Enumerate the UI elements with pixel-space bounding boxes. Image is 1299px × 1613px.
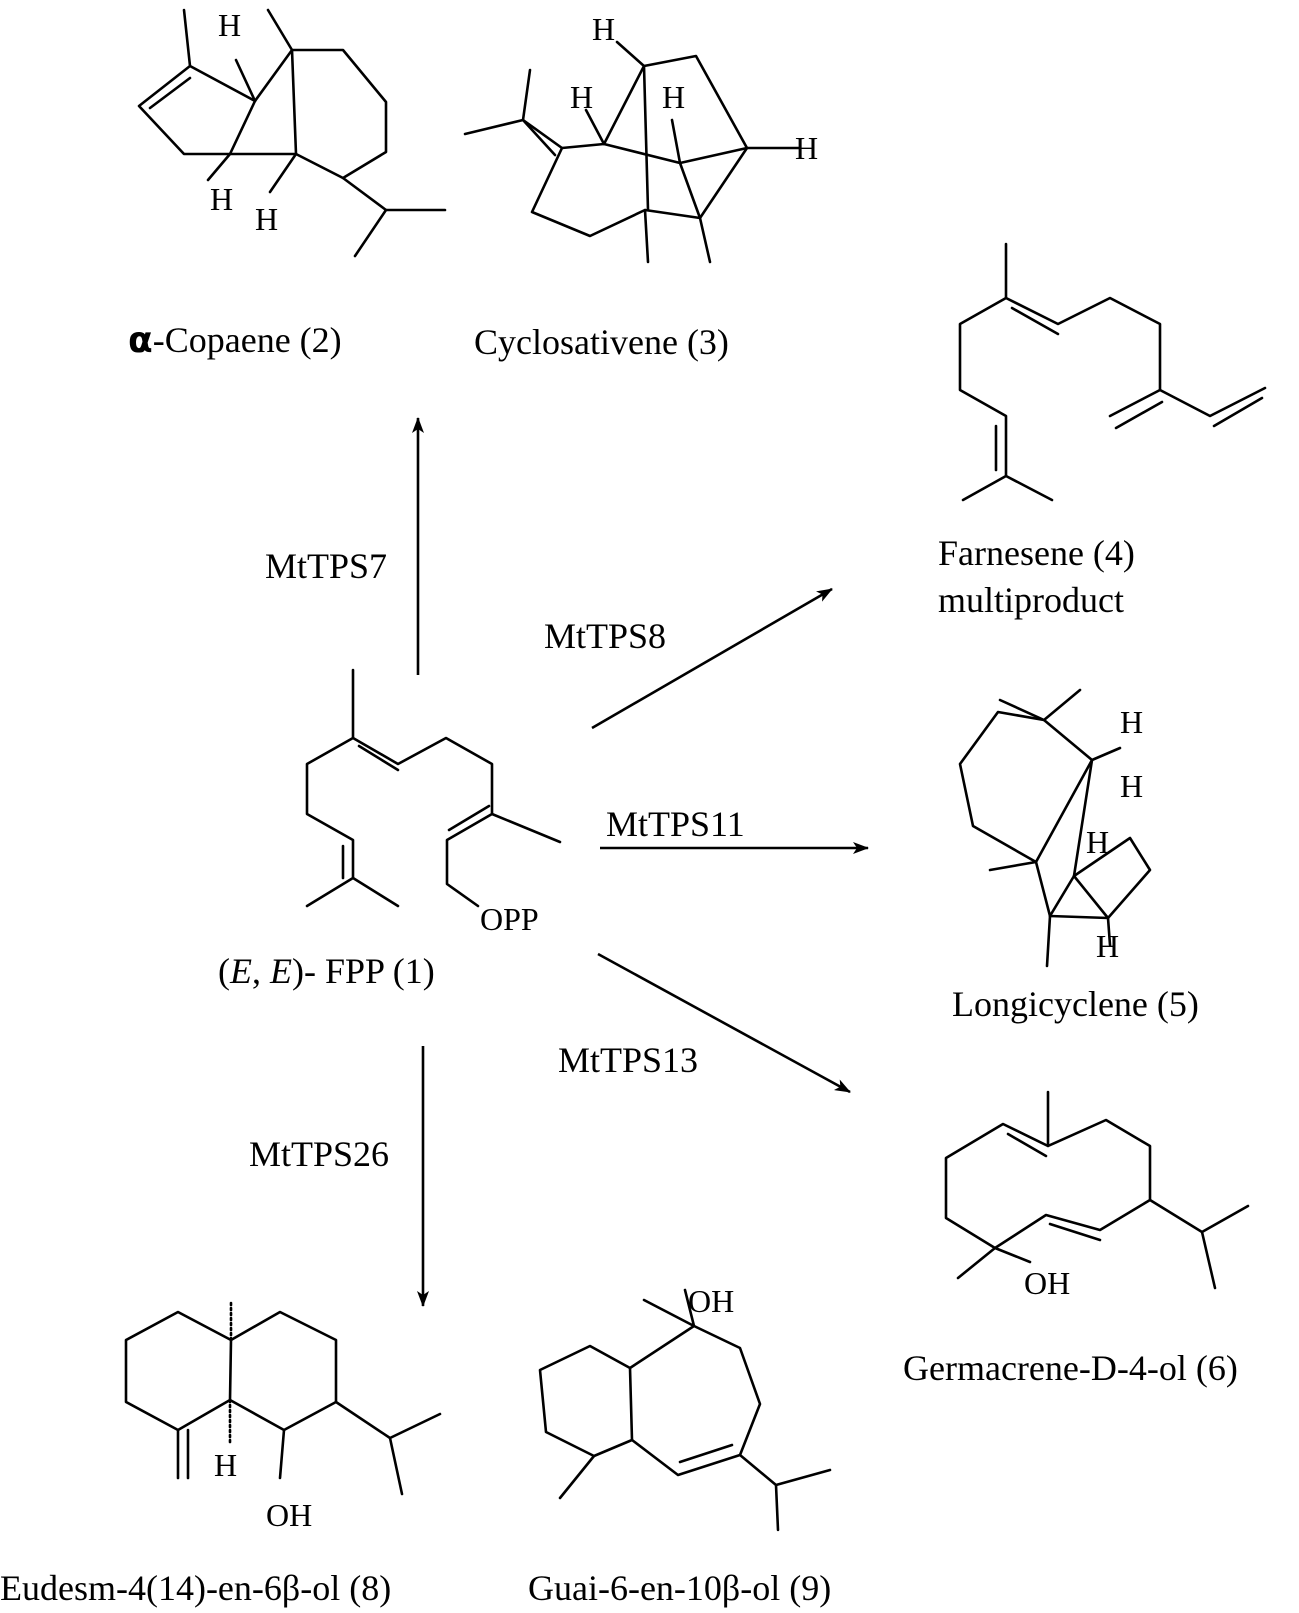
- cyclosativene-h-atom: H: [570, 79, 593, 115]
- copaene-h-atom: H: [210, 181, 233, 217]
- longicyclene-h-atom: H: [1120, 704, 1143, 740]
- germacrene-structure: OH: [944, 1090, 1250, 1301]
- farnesene-note: multiproduct: [938, 580, 1124, 620]
- germacrene-name: Germacrene-D-4-ol (6): [903, 1348, 1238, 1388]
- longicyclene-h-atom: H: [1086, 824, 1109, 860]
- farnesene-name: Farnesene (4): [938, 533, 1135, 573]
- eudesm-h-atom: H: [214, 1447, 237, 1483]
- enzyme-label-mttps26: MtTPS26: [249, 1134, 389, 1174]
- arrow-to-germacrene: [597, 952, 851, 1094]
- guai-oh-label: OH: [688, 1283, 734, 1319]
- copaene-h-atom: H: [255, 201, 278, 237]
- cyclosativene-h-atom: H: [662, 79, 685, 115]
- cyclosativene-name: Cyclosativene (3): [474, 322, 729, 362]
- arrow-to-farnesene: [591, 587, 833, 730]
- enzyme-label-mttps7: MtTPS7: [265, 546, 387, 586]
- germacrene-oh-label: OH: [1024, 1265, 1070, 1301]
- copaene-name: α-Copaene (2): [128, 320, 342, 361]
- fpp-structure: OPP: [305, 668, 562, 937]
- enzyme-label-mttps11: MtTPS11: [606, 804, 745, 844]
- guai-structure: OH: [538, 1283, 832, 1532]
- copaene-structure: H H H: [137, 7, 447, 258]
- longicyclene-name: Longicyclene (5): [952, 984, 1199, 1024]
- enzyme-label-mttps13: MtTPS13: [558, 1040, 698, 1080]
- eudesm-structure: H OH: [124, 1298, 442, 1533]
- longicyclene-structure: H H H H: [958, 688, 1152, 968]
- cyclosativene-structure: H H H H: [463, 11, 818, 264]
- farnesene-structure: [958, 242, 1267, 502]
- opp-group-label: OPP: [480, 901, 539, 937]
- copaene-h-atom: H: [218, 7, 241, 43]
- cyclosativene-h-atom: H: [795, 130, 818, 166]
- eudesm-oh-label: OH: [266, 1497, 312, 1533]
- eudesm-name: Eudesm-4(14)-en-6β-ol (8): [0, 1568, 391, 1608]
- longicyclene-h-atom: H: [1096, 928, 1119, 964]
- guai-name: Guai-6-en-10β-ol (9): [528, 1568, 831, 1608]
- enzyme-label-mttps8: MtTPS8: [544, 616, 666, 656]
- fpp-name: (E, E)- FPP (1): [218, 951, 435, 991]
- longicyclene-h-atom: H: [1120, 768, 1143, 804]
- cyclosativene-h-atom: H: [592, 11, 615, 47]
